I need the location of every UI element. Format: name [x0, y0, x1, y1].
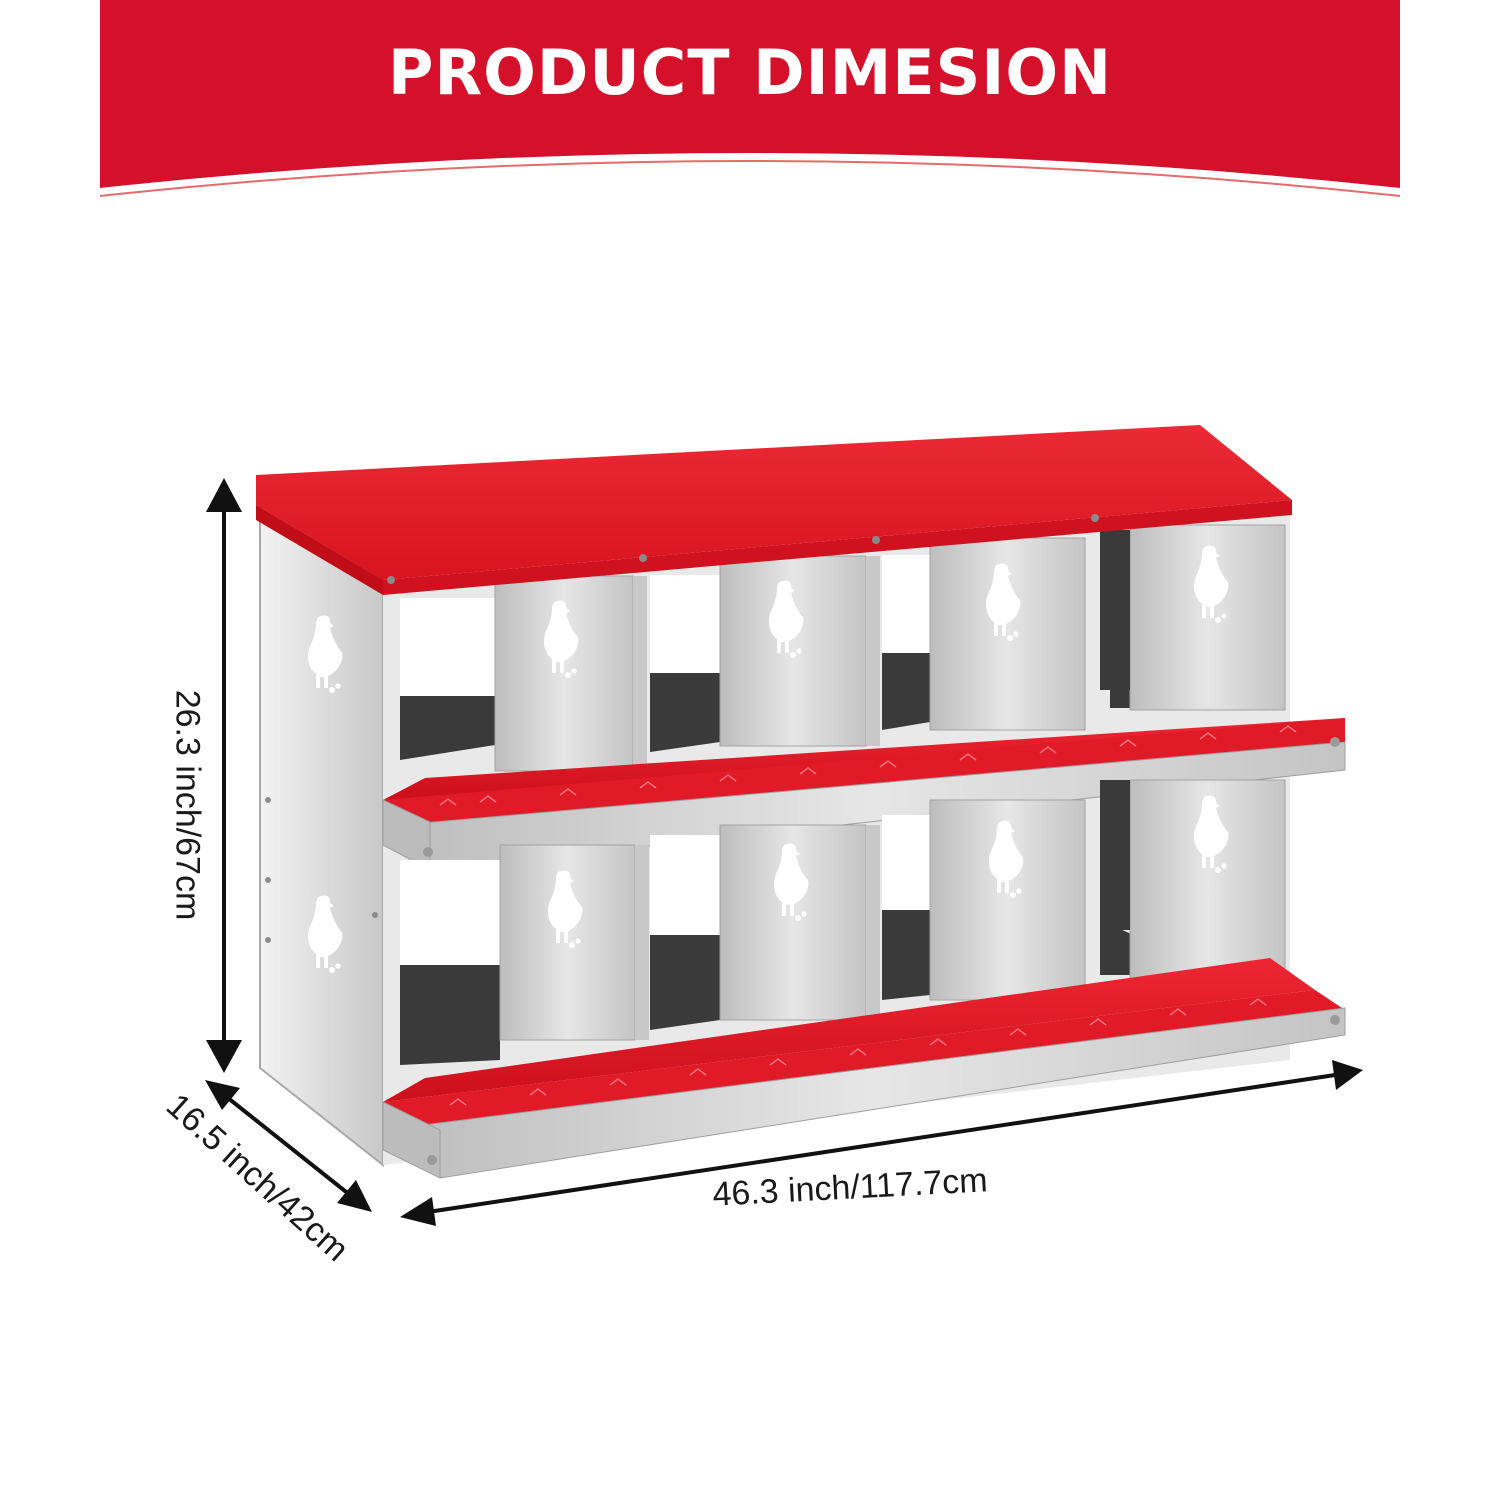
- banner-title: PRODUCT DIMESION: [388, 36, 1112, 109]
- lower-row: [400, 779, 1286, 1065]
- header-banner: PRODUCT DIMESION: [100, 0, 1400, 200]
- depth-arrow-line: [226, 1096, 352, 1197]
- red-roof: [256, 425, 1292, 595]
- height-arrow-head-top: [206, 478, 242, 512]
- dimension-arrows: [205, 478, 1363, 1226]
- width-arrow-head-right: [1332, 1060, 1363, 1090]
- depth-arrow-head-bottom: [337, 1180, 372, 1212]
- height-dimension-label: 26.3 inch/67cm: [168, 689, 207, 921]
- width-arrow-line: [427, 1073, 1336, 1214]
- height-arrow-head-bottom: [206, 1040, 242, 1073]
- depth-arrow-head-top: [205, 1080, 240, 1110]
- lower-perch-tray: [382, 958, 1346, 1179]
- upper-perch-tray: [382, 718, 1346, 871]
- banner-background: [100, 0, 1400, 197]
- upper-row: [400, 524, 1286, 772]
- width-arrow-head-left: [400, 1197, 436, 1226]
- left-side-panel: [259, 503, 384, 1168]
